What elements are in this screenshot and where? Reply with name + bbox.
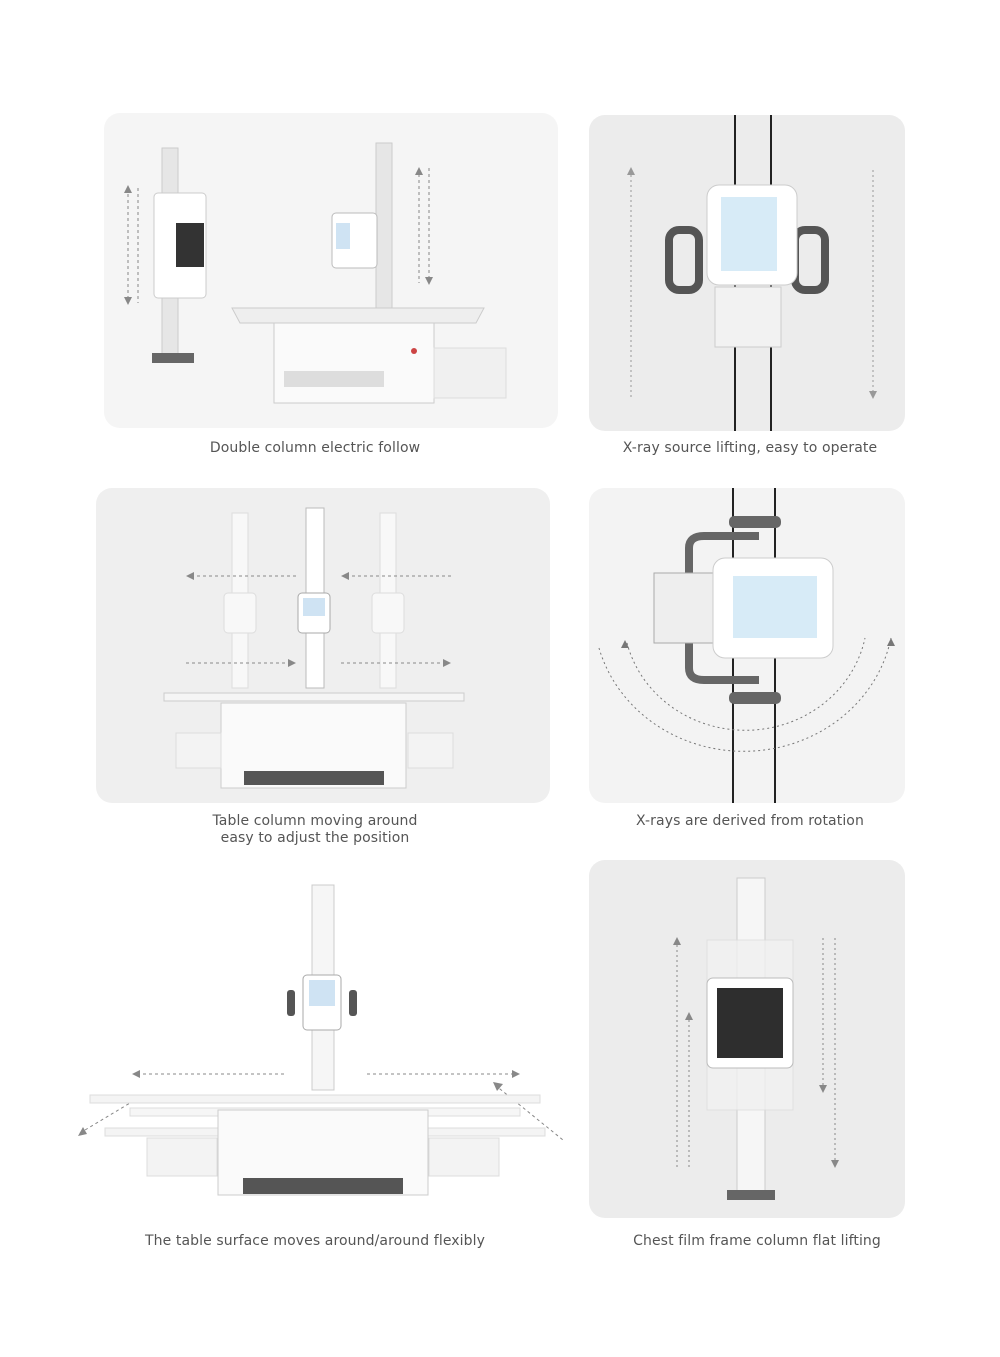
feature-image-rotation xyxy=(589,488,905,803)
feature-caption: X-rays are derived from rotation xyxy=(636,813,864,829)
feature-caption: Double column electric follow xyxy=(209,440,421,456)
feature-image-table-surface xyxy=(75,880,570,1205)
caption-line: Table column moving around xyxy=(212,813,418,829)
feature-caption: Chest film frame column flat lifting xyxy=(633,1233,881,1249)
caption-line: easy to adjust the position xyxy=(220,830,410,846)
feature-image-xray-source-lifting xyxy=(589,115,905,431)
feature-image-table-column-moving xyxy=(96,488,550,803)
feature-image-chest-frame-lifting xyxy=(589,860,905,1218)
feature-image-double-column xyxy=(104,113,558,428)
feature-caption-two-line: Table column moving around easy to adjus… xyxy=(212,813,417,847)
feature-caption: The table surface moves around/around fl… xyxy=(144,1233,486,1249)
feature-caption: X-ray source lifting, easy to operate xyxy=(622,440,878,456)
